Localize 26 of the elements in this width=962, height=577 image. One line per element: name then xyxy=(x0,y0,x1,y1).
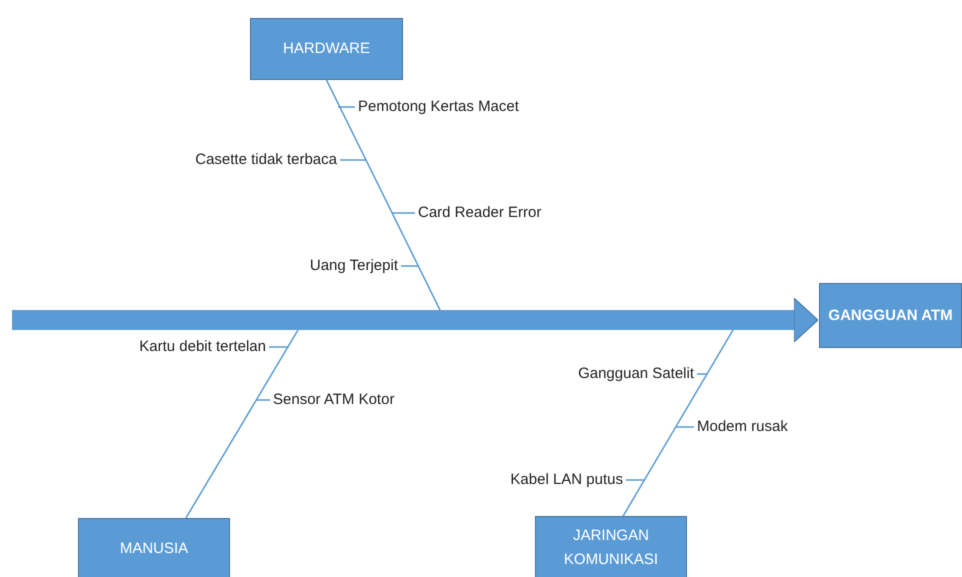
cause-label: Gangguan Satelit xyxy=(578,365,694,383)
spine-arrow xyxy=(12,298,818,343)
leader-line xyxy=(401,265,418,267)
cause-label: Pemotong Kertas Macet xyxy=(358,98,519,116)
cause-label: Kabel LAN putus xyxy=(510,471,623,489)
leader-line xyxy=(676,426,694,428)
leader-line xyxy=(340,159,366,161)
bone-line xyxy=(185,330,299,518)
cause-label: Kartu debit tertelan xyxy=(139,338,266,356)
leader-line xyxy=(269,346,288,348)
category-box: JARINGAN KOMUNIKASI xyxy=(535,516,687,577)
cause-label: Casette tidak terbaca xyxy=(195,151,337,169)
category-box: GANGGUAN ATM xyxy=(819,283,962,348)
cause-label: Sensor ATM Kotor xyxy=(273,391,394,409)
bone-line xyxy=(326,80,441,310)
leader-line xyxy=(626,479,644,481)
cause-label: Modem rusak xyxy=(697,418,788,436)
leader-line xyxy=(392,212,415,214)
cause-label: Card Reader Error xyxy=(418,204,542,222)
category-box: MANUSIA xyxy=(78,518,230,577)
category-box: HARDWARE xyxy=(250,18,403,80)
leader-line xyxy=(338,106,355,108)
leader-line xyxy=(256,399,270,401)
cause-label: Uang Terjepit xyxy=(310,257,398,275)
bone-line xyxy=(622,330,734,516)
leader-line xyxy=(697,373,707,375)
